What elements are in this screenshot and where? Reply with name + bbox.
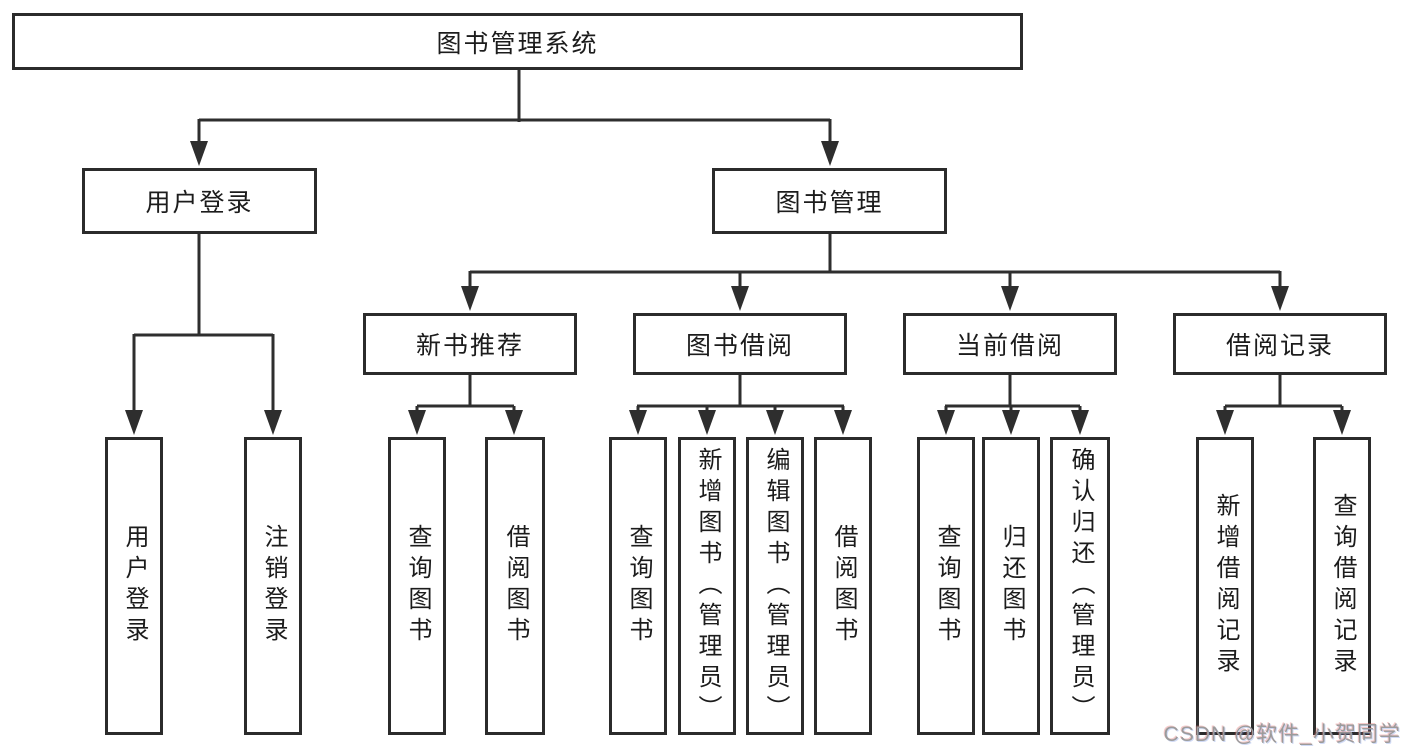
- node-leaf-query-borrow-record: 查询借阅记录: [1313, 437, 1371, 735]
- watermark: CSDN @软件_小贺同学: [1163, 723, 1401, 746]
- arrow-down-icon: [766, 410, 784, 435]
- node-user-login: 用户登录: [82, 168, 317, 234]
- node-label: 借阅图书: [830, 524, 857, 648]
- arrow-down-icon: [1271, 286, 1289, 311]
- node-leaf-confirm-return-admin: 确认归还（管理员）: [1050, 437, 1110, 735]
- node-label: 新增借阅记录: [1212, 493, 1239, 679]
- arrow-down-icon: [1071, 410, 1089, 435]
- node-leaf-user-login: 用户登录: [105, 437, 163, 735]
- arrow-down-icon: [125, 410, 143, 435]
- node-label: 归还图书: [998, 524, 1025, 648]
- node-book-management: 图书管理: [712, 168, 947, 234]
- node-leaf-edit-books-admin: 编辑图书（管理员）: [746, 437, 804, 735]
- arrow-down-icon: [461, 286, 479, 311]
- arrow-down-icon: [1216, 410, 1234, 435]
- connector-path-user-login: [132, 234, 275, 418]
- arrow-down-icon: [731, 286, 749, 311]
- node-book-borrow: 图书借阅: [633, 313, 847, 375]
- node-leaf-logout: 注销登录: [244, 437, 302, 735]
- node-leaf-query-books: 查询图书: [388, 437, 446, 735]
- arrow-down-icon: [1001, 286, 1019, 311]
- node-label: 注销登录: [260, 524, 287, 648]
- node-library-management-system: 图书管理系统: [12, 13, 1023, 70]
- arrow-down-icon: [505, 410, 523, 435]
- node-label: 用户登录: [121, 524, 148, 648]
- arrow-down-icon: [1002, 410, 1020, 435]
- arrow-down-icon: [1333, 410, 1351, 435]
- arrow-down-icon: [408, 410, 426, 435]
- node-current-borrow: 当前借阅: [903, 313, 1117, 375]
- node-label: 借阅图书: [502, 524, 529, 648]
- node-label: 查询图书: [625, 524, 652, 648]
- connector-path-book-mgmt: [468, 234, 1282, 294]
- node-label: 查询借阅记录: [1329, 493, 1356, 679]
- connector-path-sections: [415, 374, 1344, 416]
- node-leaf-query-books: 查询图书: [917, 437, 975, 735]
- node-leaf-query-books: 查询图书: [609, 437, 667, 735]
- node-new-book-recommend: 新书推荐: [363, 313, 577, 375]
- node-borrow-records: 借阅记录: [1173, 313, 1387, 375]
- arrow-down-icon: [834, 410, 852, 435]
- arrow-down-icon: [937, 410, 955, 435]
- connector-path-root: [197, 69, 832, 150]
- node-leaf-add-books-admin: 新增图书（管理员）: [678, 437, 736, 735]
- node-label: 确认归还（管理员）: [1067, 446, 1094, 726]
- arrow-down-icon: [629, 410, 647, 435]
- node-label: 新增图书（管理员）: [694, 446, 721, 726]
- node-label: 查询图书: [404, 524, 431, 648]
- node-leaf-borrow-books: 借阅图书: [814, 437, 872, 735]
- node-leaf-borrow-books: 借阅图书: [485, 437, 545, 735]
- node-label: 查询图书: [933, 524, 960, 648]
- node-leaf-return-books: 归还图书: [982, 437, 1040, 735]
- arrow-down-icon: [264, 410, 282, 435]
- arrow-down-icon: [821, 141, 839, 166]
- arrow-down-icon: [190, 141, 208, 166]
- node-label: 编辑图书（管理员）: [762, 446, 789, 726]
- node-leaf-add-borrow-record: 新增借阅记录: [1196, 437, 1254, 735]
- arrow-down-icon: [698, 410, 716, 435]
